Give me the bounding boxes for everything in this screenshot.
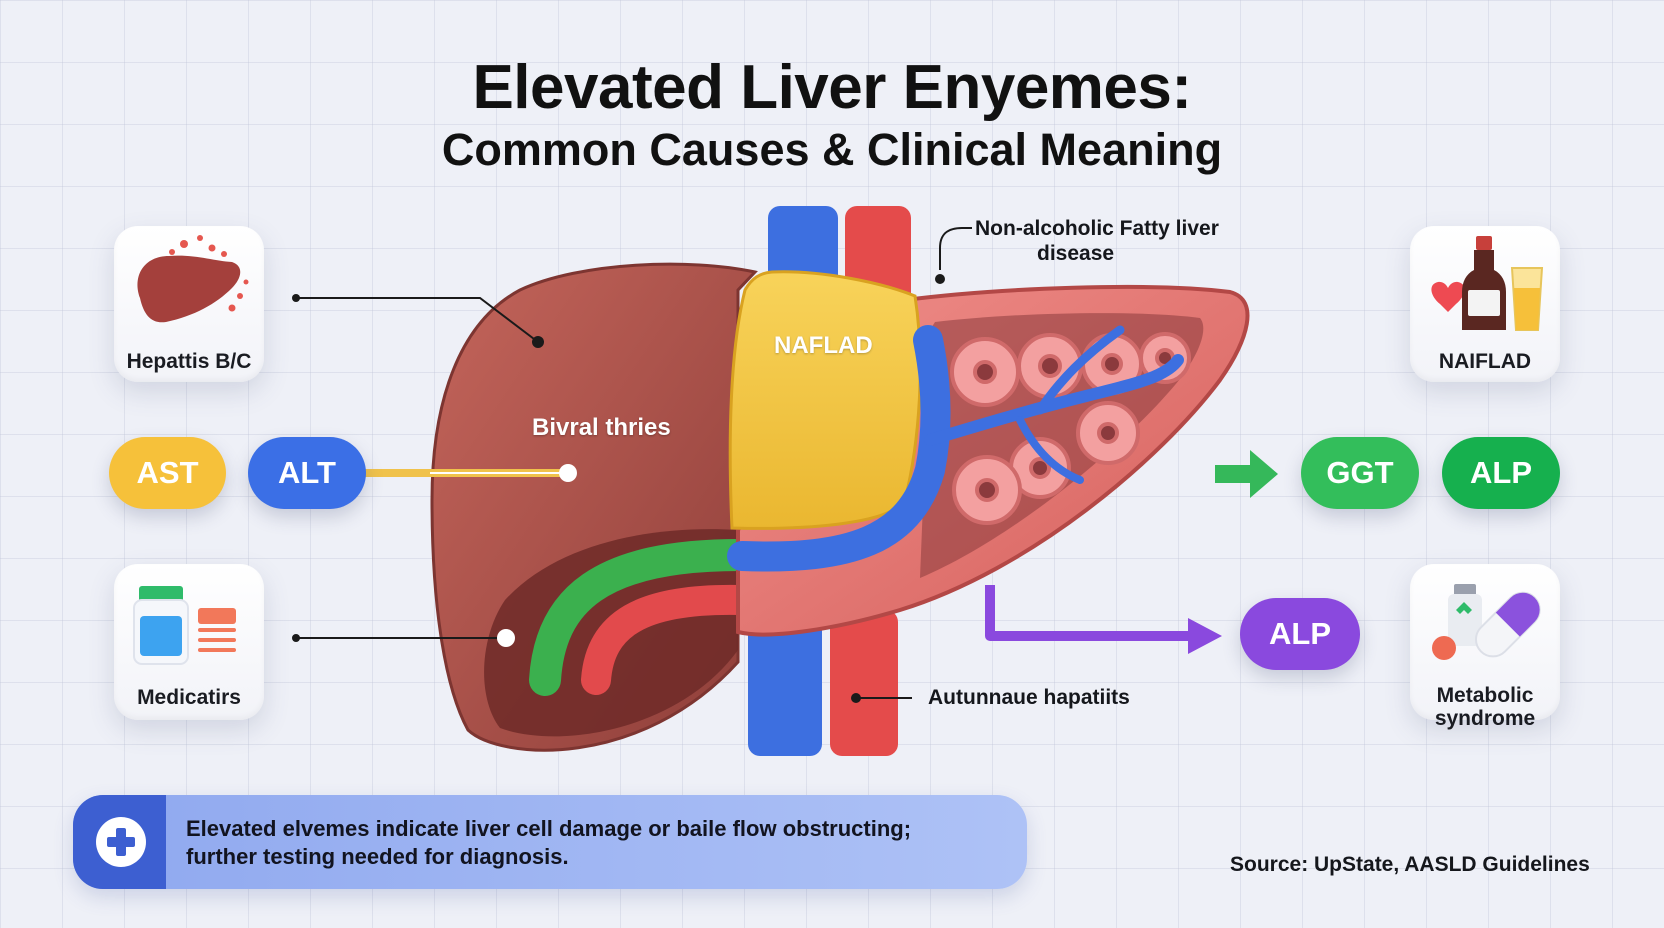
callout-fatty-liver: Non-alcoholic Fatty liver disease [975, 216, 1219, 266]
vena-cava-bottom [748, 610, 822, 756]
enzyme-pill-ggt[interactable]: GGT [1301, 437, 1419, 509]
card-medications[interactable]: Medicatirs [114, 564, 264, 720]
alp-arrow-icon [985, 585, 1222, 654]
liver-label-left: Bivral thries [532, 414, 671, 441]
enzyme-pill-alp-lower[interactable]: ALP [1240, 598, 1360, 670]
card-hepatitis[interactable]: Hepattis B/C [114, 226, 264, 382]
ggt-arrow-icon [1215, 450, 1278, 498]
enzyme-pill-ast[interactable]: AST [109, 437, 226, 509]
alt-connector-dot [559, 464, 577, 482]
callout-fatty-line1: Non-alcoholic Fatty liver [975, 217, 1219, 240]
callout-fatty-line2: disease [1037, 242, 1115, 265]
plus-icon [96, 817, 146, 867]
aorta-bottom [830, 610, 898, 756]
bile-duct-green [529, 539, 756, 696]
card-nafld-label: NAIFLAD [1438, 350, 1532, 373]
card-metabolic-line1: Metabolic [1436, 684, 1534, 707]
callout-autoimmune: Autunnaue hapatiits [928, 686, 1130, 709]
card-nafld[interactable]: NAIFLAD [1410, 226, 1560, 382]
pill-bottle-icon [133, 586, 236, 665]
enzyme-pill-alt[interactable]: ALT [248, 437, 366, 509]
clinical-note-banner: Elevated elvemes indicate liver cell dam… [73, 795, 1027, 889]
card-metabolic-label: Metabolic syndrome [1410, 684, 1560, 730]
note-line2: further testing needed for diagnosis. [186, 844, 569, 869]
card-hepatitis-label: Hepattis B/C [126, 350, 252, 373]
source-citation: Source: UpState, AASLD Guidelines [1230, 853, 1590, 876]
note-icon-box [73, 795, 166, 889]
connector-dots [292, 274, 945, 703]
connector-lines [296, 227, 972, 699]
portal-vein [727, 325, 1184, 572]
enzyme-pill-alp-right[interactable]: ALP [1442, 437, 1560, 509]
capsule-icon [1432, 584, 1541, 660]
card-medications-label: Medicatirs [137, 686, 241, 709]
page-title: Elevated Liver Enyemes: [472, 53, 1192, 122]
card-metabolic-line2: syndrome [1434, 707, 1536, 730]
page-subtitle: Common Causes & Clinical Meaning [441, 124, 1223, 175]
liver-label-nafld: NAFLAD [774, 332, 873, 359]
nafld-lobe [728, 270, 922, 530]
alcohol-bottle-icon [1431, 236, 1544, 331]
note-line1: Elevated elvemes indicate liver cell dam… [186, 816, 912, 841]
liver-icon [137, 235, 249, 323]
artery-red-curve [581, 584, 755, 695]
note-text: Elevated elvemes indicate liver cell dam… [186, 815, 1006, 871]
card-metabolic[interactable]: Metabolic syndrome [1410, 564, 1560, 730]
